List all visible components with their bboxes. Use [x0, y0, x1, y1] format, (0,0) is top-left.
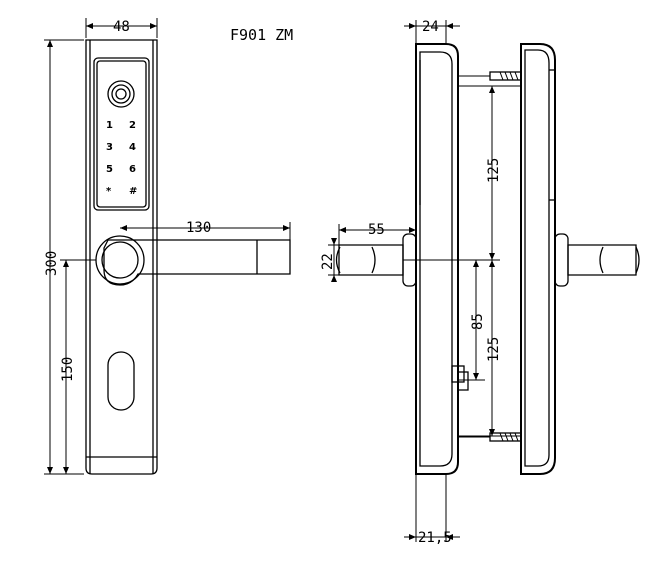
side-front-plate	[415, 43, 459, 475]
dimension-21-5	[404, 474, 460, 542]
keypad-panel	[93, 57, 150, 211]
keypad-key: 1	[106, 120, 113, 131]
keypad-key: 2	[129, 120, 136, 131]
keypad-key: *	[106, 186, 112, 197]
dimension-150	[60, 259, 96, 474]
side-handle-left-end	[335, 246, 341, 274]
handle-lever	[103, 239, 291, 286]
dimension-label-24: 24	[422, 19, 439, 35]
dimension-125-upper	[489, 86, 495, 260]
cylinder-detail	[451, 365, 485, 391]
dimension-label-130: 130	[186, 220, 211, 236]
dimension-label-48: 48	[113, 19, 130, 35]
side-handle-right-end	[635, 246, 640, 274]
side-handle-left	[338, 244, 404, 276]
dimension-130	[120, 222, 291, 240]
lower-screw	[458, 432, 522, 442]
dimension-label-125-upper: 125	[486, 158, 502, 183]
dimension-48	[85, 18, 158, 38]
dimension-85	[473, 260, 479, 380]
dimension-label-300: 300	[44, 251, 60, 276]
dimension-label-85: 85	[470, 313, 486, 330]
keypad-key: 5	[106, 164, 113, 175]
dimension-label-21-5: 21,5	[418, 530, 452, 546]
keypad-key: #	[129, 186, 137, 197]
cylinder-cutout	[107, 351, 135, 411]
dimension-300	[44, 39, 84, 475]
side-handle-right-mid	[599, 246, 604, 274]
dimension-label-55: 55	[368, 222, 385, 238]
dimension-22	[328, 238, 339, 282]
dimension-label-150: 150	[60, 357, 76, 382]
side-front-plate-inner	[419, 51, 453, 467]
side-back-plate	[520, 43, 556, 475]
front-view: 1 2 3 4 5 6 * # 48 300	[44, 18, 291, 475]
dimension-125-lower	[489, 260, 495, 436]
side-back-plate-inner	[524, 49, 550, 467]
keypad-panel-inner	[96, 60, 147, 208]
side-handle-right	[567, 244, 637, 276]
keypad-key: 4	[129, 142, 136, 153]
dimension-label-125-lower: 125	[486, 337, 502, 362]
side-view: 24 21,5 55 22 125	[320, 19, 640, 546]
dimension-label-22: 22	[320, 253, 336, 270]
fingerprint-sensor-icon	[107, 80, 135, 108]
side-handle-left-mid	[371, 246, 376, 274]
keypad-key: 3	[106, 142, 113, 153]
dimension-55	[338, 224, 416, 245]
side-rose-right	[554, 233, 569, 287]
keypad-key: 6	[129, 164, 136, 175]
front-plate-outline	[85, 39, 158, 475]
handle-rose-inner	[101, 241, 139, 279]
dimension-24	[404, 20, 460, 44]
upper-screw	[458, 71, 522, 81]
drawing-title: F901 ZM	[230, 26, 293, 44]
